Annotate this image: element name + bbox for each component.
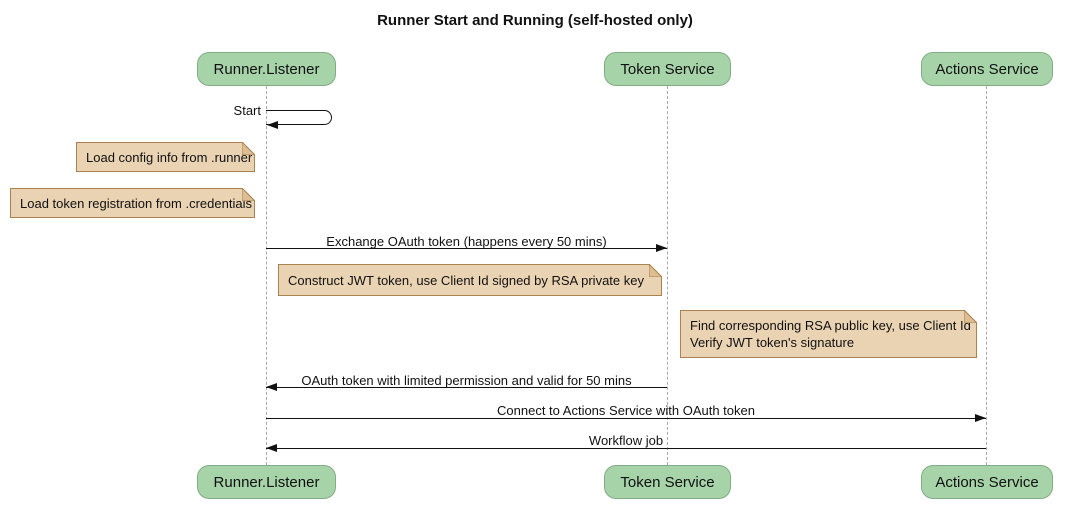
note-text: Load config info from .runner: [86, 149, 253, 165]
note-fold-icon: [649, 264, 662, 277]
note-construct-jwt: Construct JWT token, use Client Id signe…: [278, 264, 662, 296]
participant-actions-service-bottom: Actions Service: [921, 465, 1053, 499]
message-connect-label: Connect to Actions Service with OAuth to…: [497, 403, 755, 418]
message-oauth-return-label: OAuth token with limited permission and …: [301, 373, 632, 388]
participant-label: Actions Service: [935, 60, 1039, 78]
lifeline-token-service: [667, 86, 668, 465]
participant-token-service-bottom: Token Service: [604, 465, 731, 499]
message-oauth-return-arrowhead-icon: [266, 383, 277, 391]
message-workflow-line: [266, 448, 986, 449]
participant-runner-listener-top: Runner.Listener: [197, 52, 336, 86]
note-text: Load token registration from .credential…: [20, 195, 252, 211]
participant-label: Token Service: [620, 60, 715, 78]
self-message-loop: [266, 110, 332, 125]
diagram-title: Runner Start and Running (self-hosted on…: [377, 12, 693, 29]
note-load-token: Load token registration from .credential…: [10, 188, 255, 218]
participant-label: Actions Service: [935, 473, 1039, 491]
participant-label: Token Service: [620, 473, 715, 491]
note-fold-icon: [242, 142, 255, 155]
note-find-rsa: Find corresponding RSA public key, use C…: [680, 310, 977, 358]
participant-token-service-top: Token Service: [604, 52, 731, 86]
message-oauth-return-line: [266, 387, 667, 388]
message-connect-line: [266, 418, 986, 419]
message-workflow-arrowhead-icon: [266, 444, 277, 452]
note-load-config: Load config info from .runner: [76, 142, 255, 172]
participant-label: Runner.Listener: [213, 60, 320, 78]
participant-actions-service-top: Actions Service: [921, 52, 1053, 86]
message-start-label: Start: [233, 103, 261, 118]
message-exchange-label: Exchange OAuth token (happens every 50 m…: [326, 234, 607, 249]
message-connect-arrowhead-icon: [975, 414, 986, 422]
message-exchange-line: [266, 248, 667, 249]
note-text-line2: Verify JWT token's signature: [690, 335, 855, 350]
lifeline-runner-listener: [266, 86, 267, 465]
note-text: Construct JWT token, use Client Id signe…: [288, 272, 644, 288]
message-workflow-label: Workflow job: [588, 433, 664, 448]
self-message-arrowhead-icon: [267, 121, 278, 129]
note-fold-icon: [242, 188, 255, 201]
participant-runner-listener-bottom: Runner.Listener: [197, 465, 336, 499]
participant-label: Runner.Listener: [213, 473, 320, 491]
lifeline-actions-service: [986, 86, 987, 465]
note-fold-icon: [964, 310, 977, 323]
message-exchange-arrowhead-icon: [656, 244, 667, 252]
note-text-line1: Find corresponding RSA public key, use C…: [690, 318, 971, 333]
